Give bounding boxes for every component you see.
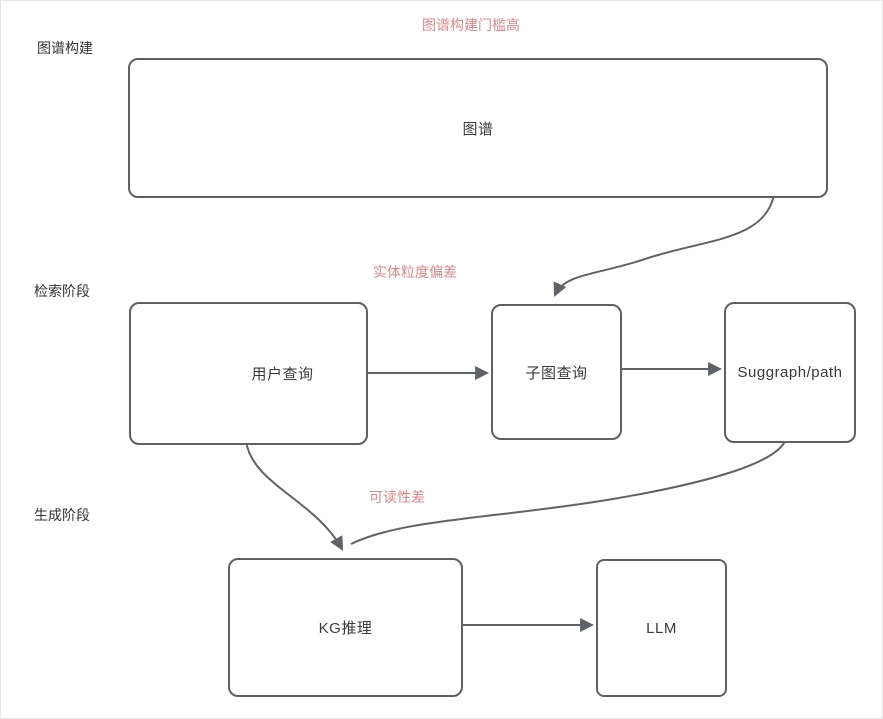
node-llm-label: LLM bbox=[646, 619, 677, 637]
annotation-readability: 可读性差 bbox=[369, 489, 425, 505]
node-kg-reasoning: KG推理 bbox=[228, 558, 463, 697]
node-suggraph-path-label: Suggraph/path bbox=[737, 364, 843, 381]
stage-label-generation: 生成阶段 bbox=[34, 507, 90, 523]
arrow-suggraph-to-kg bbox=[350, 438, 787, 545]
stage-label-build: 图谱构建 bbox=[37, 40, 93, 56]
arrow-graph-to-subgraph bbox=[553, 194, 775, 297]
annotation-build-threshold: 图谱构建门槛高 bbox=[422, 17, 520, 33]
node-subgraph-query-label: 子图查询 bbox=[525, 364, 588, 382]
annotation-entity-granularity: 实体粒度偏差 bbox=[373, 264, 457, 280]
node-subgraph-query: 子图查询 bbox=[491, 304, 622, 440]
node-user-query: 用户查询 bbox=[129, 302, 368, 445]
node-kg-reasoning-label: KG推理 bbox=[318, 620, 373, 637]
node-graph-label: 图谱 bbox=[462, 120, 494, 138]
stage-label-retrieval: 检索阶段 bbox=[34, 283, 90, 299]
node-llm: LLM bbox=[596, 559, 727, 697]
node-suggraph-path: Suggraph/path bbox=[724, 302, 856, 443]
node-graph: 图谱 bbox=[128, 58, 828, 198]
arrow-userquery-to-kg bbox=[245, 440, 344, 551]
node-user-query-label: 用户查询 bbox=[251, 366, 314, 383]
